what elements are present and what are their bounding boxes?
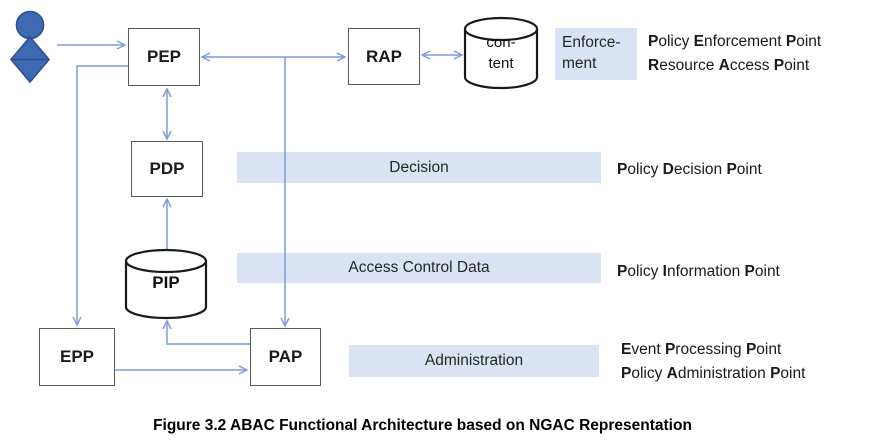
legend-administration-layer: Event Processing Point Policy Administra…: [621, 338, 805, 385]
node-epp: EPP: [39, 328, 115, 386]
content-label-line1: con-: [486, 34, 516, 51]
band-enforcement: Enforce- ment: [555, 28, 637, 80]
node-pap: PAP: [250, 328, 321, 386]
band-decision-label: Decision: [389, 158, 449, 176]
legend-policy-information-point: Policy Information Point: [617, 263, 780, 280]
node-pip-label-wrap: PIP: [126, 272, 206, 293]
band-enforcement-line1: Enforce-: [562, 34, 621, 51]
legend-resource-access-point: Resource Access Point: [648, 56, 810, 74]
legend-event-processing-point: Event Processing Point: [621, 341, 782, 358]
user-icon: [9, 10, 51, 84]
node-pap-label: PAP: [268, 347, 303, 366]
band-decision: Decision: [237, 152, 601, 183]
node-rap-label: RAP: [366, 46, 402, 66]
node-pep: PEP: [128, 28, 200, 86]
node-epp-label: EPP: [59, 347, 95, 366]
legend-decision-layer: Policy Decision Point: [617, 158, 762, 182]
band-access-control-data-label: Access Control Data: [348, 259, 490, 276]
legend-policy-administration-point: Policy Administration Point: [621, 364, 806, 382]
node-rap: RAP: [348, 28, 420, 85]
legend-information-layer: Policy Information Point: [617, 260, 780, 284]
figure-caption: Figure 3.2 ABAC Functional Architecture …: [153, 417, 692, 434]
band-administration-label: Administration: [424, 352, 524, 369]
node-pip-label: PIP: [152, 273, 180, 292]
legend-policy-decision-point: Policy Decision Point: [617, 161, 762, 178]
node-pdp-label: PDP: [149, 159, 185, 178]
band-enforcement-line2: ment: [562, 55, 597, 72]
band-administration: Administration: [349, 345, 599, 377]
node-pdp: PDP: [131, 141, 203, 197]
band-access-control-data: Access Control Data: [237, 253, 601, 283]
arrow-pap-to-pip: [162, 319, 250, 345]
content-datastore-label: con- tent: [465, 32, 537, 74]
content-label-line2: tent: [488, 55, 514, 72]
node-pep-label: PEP: [146, 47, 182, 66]
legend-enforcement-layer: Policy Enforcement Point Resource Access…: [648, 30, 821, 77]
arrow-pep-to-epp: [72, 65, 128, 327]
legend-policy-enforcement-point: Policy Enforcement Point: [648, 33, 822, 50]
